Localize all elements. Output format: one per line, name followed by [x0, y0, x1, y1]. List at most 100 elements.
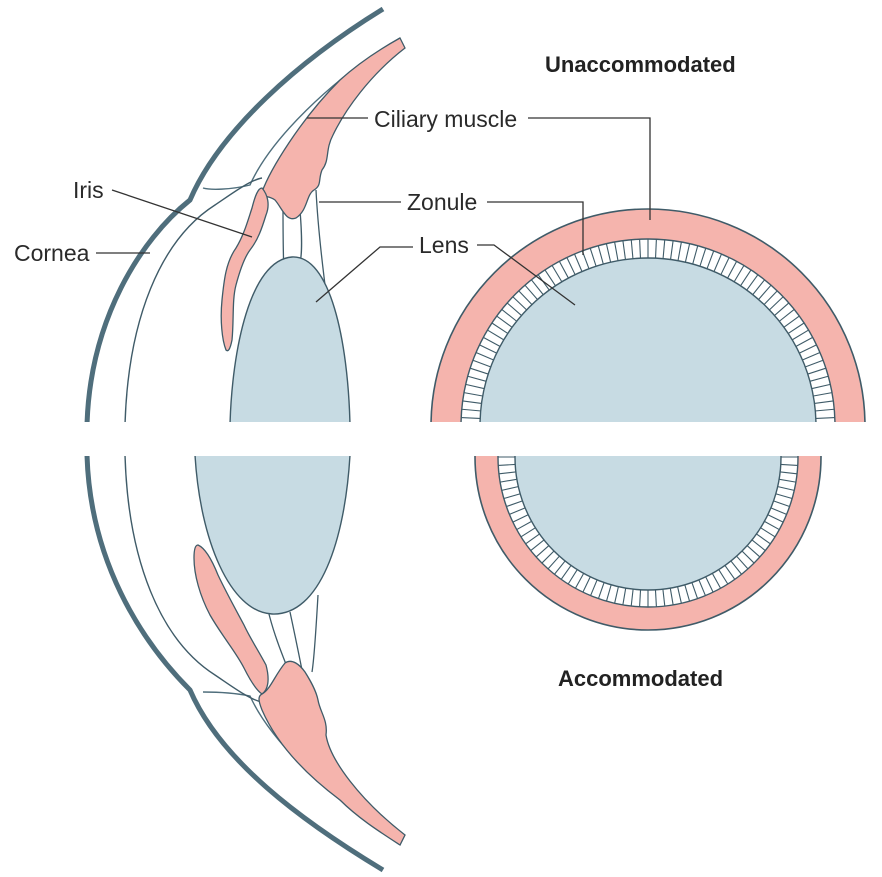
- zonule-tick: [597, 580, 606, 599]
- zonule-tick: [567, 567, 579, 585]
- sclera-outer-line: [84, 6, 385, 422]
- zonule-tick: [502, 424, 521, 428]
- zonule-tick: [811, 392, 833, 397]
- zonule-tick: [662, 587, 666, 607]
- zonule-tick: [754, 532, 771, 545]
- zonule-tick: [807, 375, 829, 383]
- zonule-tick: [614, 584, 620, 604]
- zonule-tick: [683, 582, 691, 602]
- zonule-tick: [797, 344, 817, 355]
- labels: Ciliary muscle Iris Zonule Cornea Lens U…: [14, 52, 736, 691]
- zonule-tick: [698, 247, 707, 269]
- zonule-tick: [803, 359, 824, 369]
- zonule-tick: [771, 499, 790, 508]
- zonule-tick: [516, 519, 534, 531]
- zonule-tick: [790, 329, 809, 342]
- zonule-tick: [560, 563, 573, 580]
- zonule-tick: [605, 243, 612, 265]
- zonule-tick: [597, 245, 605, 267]
- zonule-tick: [809, 383, 831, 390]
- zonule-tick: [654, 239, 657, 261]
- zonule-tick: [506, 499, 525, 508]
- zonule-tick: [690, 580, 699, 599]
- zonule-tick: [525, 532, 542, 545]
- zonule-ticks-unaccommodated: [461, 239, 835, 451]
- zonule-tick: [461, 417, 483, 420]
- zonule-tick: [740, 549, 755, 564]
- leader-lines: [96, 117, 651, 306]
- zonule-tick: [704, 574, 714, 593]
- zonule-tick: [734, 554, 749, 570]
- zonule-tick: [662, 239, 666, 261]
- eye-cross-section: [84, 6, 406, 873]
- zonule-tick: [605, 582, 613, 602]
- zonule-tick: [767, 296, 784, 312]
- zonule-tick: [530, 538, 546, 551]
- leader-lens-right: [477, 244, 576, 306]
- zonule-tick: [762, 519, 780, 531]
- zonule-tick: [732, 265, 745, 284]
- zonule-tick: [544, 269, 558, 288]
- lens-unaccommodated: [479, 257, 817, 422]
- zonule-tick: [472, 359, 493, 369]
- zonule-tick: [487, 329, 506, 342]
- zonule-tick: [498, 471, 518, 475]
- zonule-tick: [461, 433, 482, 434]
- zonule-tick: [506, 302, 524, 318]
- zonule-tick: [778, 440, 797, 442]
- zonule-tick: [793, 336, 813, 348]
- lens-accommodated: [514, 456, 782, 591]
- zonule-tick: [756, 284, 772, 302]
- zonule-tick: [738, 269, 752, 288]
- sclera-outer-line-bottom: [84, 456, 385, 873]
- zonule-tick: [779, 449, 798, 450]
- eye-lower-half: [84, 456, 406, 873]
- zonule-tick: [762, 290, 778, 307]
- zonule-tick: [551, 265, 564, 284]
- zonule-tick: [535, 543, 551, 558]
- zonule-tick: [814, 433, 835, 434]
- zonule-tick: [777, 308, 795, 323]
- zonule-tick: [518, 290, 534, 307]
- iris-top: [220, 187, 269, 352]
- zonule-tick: [813, 441, 834, 443]
- zonule-tick: [573, 253, 584, 274]
- zonule-tick: [469, 367, 491, 376]
- zonule-tick: [765, 513, 784, 523]
- zonule-tick: [778, 471, 798, 475]
- zonule-tick: [541, 549, 556, 564]
- zonule-tick: [498, 449, 517, 450]
- ciliary-muscle-bottom: [258, 660, 406, 846]
- zonule-tick: [813, 448, 834, 451]
- zonule-tick: [499, 440, 518, 442]
- zonule-tick: [677, 241, 682, 263]
- zonule-tick: [777, 478, 796, 483]
- zonule-tick: [475, 351, 496, 362]
- zonule-tick: [498, 463, 518, 466]
- zonule-tick: [778, 463, 798, 466]
- zonule-tick: [639, 239, 642, 261]
- zonule-tick: [462, 400, 484, 405]
- zonule-ticks-accommodated: [498, 424, 798, 607]
- label-zonule: Zonule: [407, 189, 477, 215]
- zonule-tick: [554, 559, 567, 575]
- zonule-tick: [745, 274, 759, 293]
- zonule-tick: [622, 586, 627, 605]
- zonule-tick: [512, 296, 529, 312]
- zonule-tick: [639, 587, 642, 607]
- zonule-tick: [751, 279, 766, 297]
- zonule-tick: [501, 485, 521, 491]
- title-accommodated: Accommodated: [558, 666, 723, 691]
- zonule-tick: [503, 492, 523, 500]
- zonule-tick: [669, 586, 674, 605]
- zonule-tick: [719, 257, 730, 277]
- eye-upper-half: [84, 6, 406, 422]
- zonule-tick: [461, 408, 483, 412]
- zonule-tick: [729, 559, 742, 575]
- zonule-tick: [723, 563, 736, 580]
- zonule-tick: [479, 344, 499, 355]
- zonule-tick: [710, 571, 722, 589]
- zonule-tick: [758, 526, 776, 538]
- label-lens: Lens: [419, 232, 469, 258]
